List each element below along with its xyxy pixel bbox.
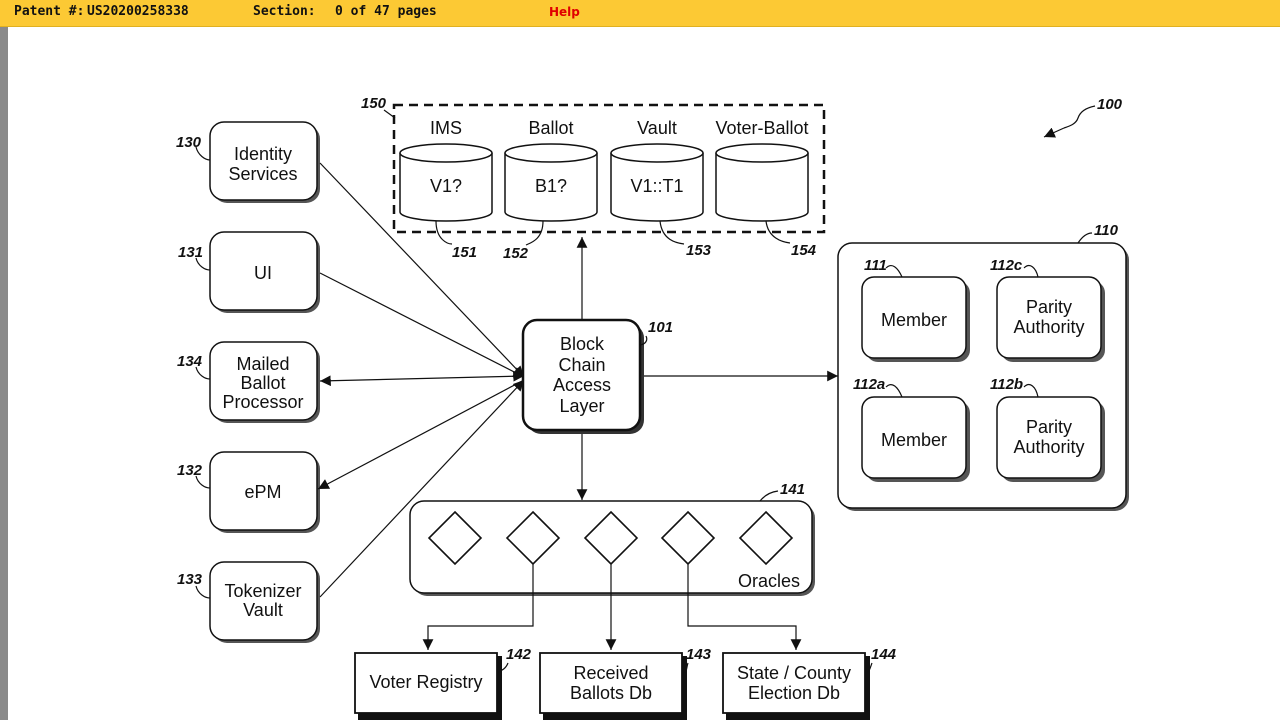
received-ballots-db-box: Received Ballots Db 143 bbox=[539, 646, 712, 720]
svg-text:UI: UI bbox=[254, 263, 272, 283]
ref-143: 143 bbox=[686, 646, 712, 663]
database-ims: IMS V1? 151 bbox=[399, 118, 493, 261]
section-label: Section: bbox=[253, 4, 316, 19]
ref-110: 110 bbox=[1094, 222, 1119, 239]
patent-label: Patent #: bbox=[14, 4, 85, 19]
left-scroll-edge bbox=[0, 27, 8, 720]
svg-text:Parity: Parity bbox=[1026, 417, 1072, 437]
svg-text:Authority: Authority bbox=[1013, 437, 1084, 457]
parity-authority-node-112b: Parity Authority 112b bbox=[990, 376, 1105, 482]
ref-133: 133 bbox=[177, 571, 203, 588]
ref-154: 154 bbox=[791, 242, 817, 259]
svg-text:100: 100 bbox=[1097, 96, 1123, 113]
svg-text:Voter Registry: Voter Registry bbox=[369, 672, 482, 692]
db-content: V1::T1 bbox=[630, 176, 683, 196]
svg-text:Identity: Identity bbox=[234, 144, 292, 164]
tokenizer-vault-box: Tokenizer Vault 133 bbox=[177, 561, 320, 643]
db-content: B1? bbox=[535, 176, 567, 196]
ref-141: 141 bbox=[780, 481, 805, 498]
help-link[interactable]: Help bbox=[549, 5, 580, 19]
svg-text:Mailed: Mailed bbox=[236, 354, 289, 374]
mailed-ballot-processor-box: Mailed Ballot Processor 134 bbox=[177, 341, 320, 423]
db-title: Ballot bbox=[528, 118, 573, 138]
patent-number: US20200258338 bbox=[87, 4, 189, 19]
svg-text:Chain: Chain bbox=[558, 355, 605, 375]
member-node-111: Member 111 bbox=[861, 257, 970, 362]
svg-text:Election Db: Election Db bbox=[748, 683, 840, 703]
ref-153: 153 bbox=[686, 242, 712, 259]
svg-text:Vault: Vault bbox=[243, 600, 283, 620]
database-group: 150 bbox=[361, 95, 826, 234]
svg-text:Member: Member bbox=[881, 310, 947, 330]
svg-text:Access: Access bbox=[553, 375, 611, 395]
svg-text:Received: Received bbox=[573, 663, 648, 683]
ref-100: 100 bbox=[1043, 96, 1123, 138]
ref-150: 150 bbox=[361, 95, 387, 112]
svg-text:Layer: Layer bbox=[559, 396, 604, 416]
ref-112b: 112b bbox=[990, 376, 1023, 393]
database-voter-ballot: Voter-Ballot 154 bbox=[715, 118, 817, 259]
db-title: IMS bbox=[430, 118, 462, 138]
epm-box: ePM 132 bbox=[177, 451, 320, 533]
database-ballot: Ballot B1? 152 bbox=[503, 118, 598, 262]
oracles-label: Oracles bbox=[738, 571, 800, 591]
ref-151: 151 bbox=[452, 244, 477, 261]
ref-101: 101 bbox=[648, 319, 673, 336]
ref-112a: 112a bbox=[853, 376, 885, 393]
svg-text:Ballot: Ballot bbox=[240, 373, 285, 393]
parity-authority-node-112c: Parity Authority 112c bbox=[990, 257, 1105, 362]
db-title: Voter-Ballot bbox=[715, 118, 808, 138]
ref-152: 152 bbox=[503, 245, 529, 262]
svg-text:Block: Block bbox=[560, 334, 605, 354]
ref-134: 134 bbox=[177, 353, 203, 370]
svg-text:Parity: Parity bbox=[1026, 297, 1072, 317]
patent-figure: 100 150 IMS V1? 151 Ballot B1? 152 Vault… bbox=[8, 27, 1280, 724]
svg-text:Services: Services bbox=[228, 164, 297, 184]
svg-text:ePM: ePM bbox=[244, 482, 281, 502]
identity-services-box: Identity Services 130 bbox=[176, 121, 320, 203]
ref-112c: 112c bbox=[990, 257, 1023, 274]
svg-text:Tokenizer: Tokenizer bbox=[224, 581, 301, 601]
ui-box: UI 131 bbox=[178, 231, 320, 313]
toolbar: Patent #: US20200258338 Section: 0 of 47… bbox=[0, 0, 1280, 27]
oracle-diamond bbox=[427, 510, 483, 566]
ref-132: 132 bbox=[177, 462, 203, 479]
ref-131: 131 bbox=[178, 244, 203, 261]
svg-text:Authority: Authority bbox=[1013, 317, 1084, 337]
oracles-box: Oracles 141 bbox=[409, 481, 815, 650]
db-title: Vault bbox=[637, 118, 677, 138]
state-county-election-db-box: State / County Election Db 144 bbox=[722, 646, 897, 720]
block-chain-access-layer-box: Block Chain Access Layer 101 bbox=[521, 318, 673, 434]
voter-registry-box: Voter Registry 142 bbox=[354, 646, 532, 720]
svg-text:Member: Member bbox=[881, 430, 947, 450]
ref-142: 142 bbox=[506, 646, 532, 663]
svg-text:State / County: State / County bbox=[737, 663, 851, 683]
svg-text:Processor: Processor bbox=[222, 392, 303, 412]
ref-144: 144 bbox=[871, 646, 897, 663]
db-content: V1? bbox=[430, 176, 462, 196]
page-count: 0 of 47 pages bbox=[335, 4, 437, 19]
database-vault: Vault V1::T1 153 bbox=[610, 118, 712, 259]
ref-130: 130 bbox=[176, 134, 202, 151]
member-node-112a: Member 112a bbox=[853, 376, 970, 482]
oracle-diamond bbox=[738, 510, 794, 566]
ref-111: 111 bbox=[864, 257, 887, 274]
svg-text:Ballots Db: Ballots Db bbox=[570, 683, 652, 703]
connectors bbox=[317, 162, 838, 598]
